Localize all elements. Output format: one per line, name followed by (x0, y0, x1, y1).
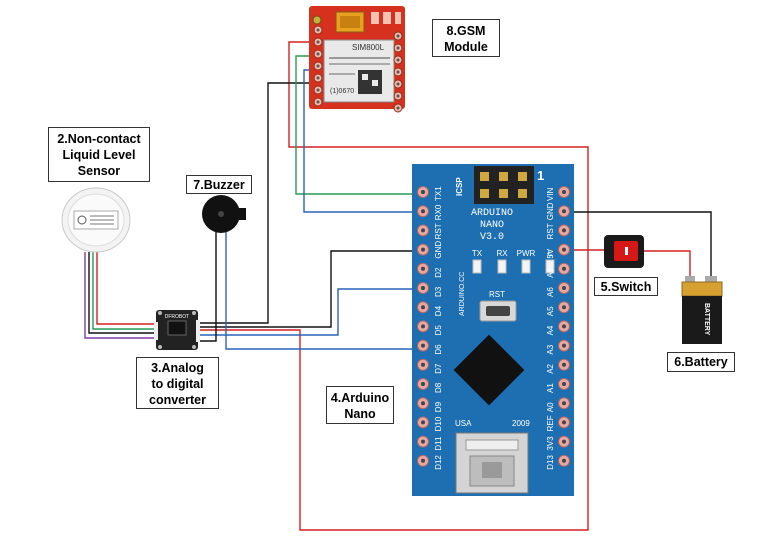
label-adc-line1: 3.Analog (151, 361, 204, 375)
nano-site-label: ARDUINO.CC (459, 272, 466, 316)
wire-sensor-red (96, 252, 156, 325)
nano-pin-left-label: D6 (434, 344, 443, 355)
wire-buzzer-black (198, 230, 217, 342)
wire-gsm-power-red (198, 41, 589, 531)
wire-gsm-gnd-black (198, 82, 318, 324)
nano-pin-right-label: A5 (546, 306, 555, 316)
label-adc: 3.Analog to digital converter (136, 357, 219, 409)
wire-nano-d3-blue (198, 288, 420, 336)
wire-nano-gnd-black (198, 250, 420, 328)
nano-led-label: RX (496, 249, 508, 258)
label-battery-line1: 6.Battery (674, 355, 728, 369)
nano-led-label: PWR (517, 249, 536, 258)
nano-led (472, 259, 482, 274)
analog-to-digital-converter: DFROBOT (154, 310, 200, 350)
nano-pin-left-label: RX0 (434, 204, 443, 220)
wire-nano-d6-buzzer (225, 230, 420, 350)
nano-led (545, 259, 555, 274)
nano-pin-right-label: A1 (546, 383, 555, 393)
label-adc-line3: converter (149, 393, 206, 407)
nano-pin-left-label: D3 (434, 286, 443, 297)
nano-logo-line1: ARDUINO (471, 208, 513, 219)
label-nano-line2: Nano (344, 407, 376, 421)
label-buzzer: 7.Buzzer (186, 175, 252, 194)
nano-pin-right-label: REF (546, 415, 555, 431)
nano-pin-right-label: A7 (546, 267, 555, 277)
label-buzzer-line1: 7.Buzzer (193, 178, 245, 192)
gsm-pins-right (393, 31, 403, 113)
nano-pin-left-label: D8 (434, 382, 443, 393)
nano-pin-right-label: A2 (546, 363, 555, 373)
nano-logo-line2: NANO (480, 220, 504, 231)
label-sensor: 2.Non-contact Liquid Level Sensor (48, 127, 150, 182)
battery-text: BATTERY (703, 303, 710, 336)
wire-sensor-green (92, 252, 156, 330)
buzzer (202, 195, 246, 233)
nano-pin-left-label: RST (434, 223, 443, 239)
nano-pin-right-label: A4 (546, 325, 555, 335)
gsm-pins-left (313, 25, 323, 107)
gsm-serial-text: (1)0670 (330, 88, 354, 95)
label-switch-line1: 5.Switch (600, 280, 652, 294)
nano-led (497, 259, 507, 274)
wire-battery-black (566, 211, 712, 282)
label-switch: 5.Switch (594, 277, 658, 296)
nano-pin-left-label: D10 (434, 416, 443, 431)
nano-pin-left-label: D11 (434, 436, 443, 451)
adc-brand-text: DFROBOT (165, 314, 189, 320)
svg-text:1: 1 (537, 168, 544, 183)
arduino-nano-board: ICSP 1 ARDUINO NANO V3.0 TX RX PWR L ARDUIN… (412, 164, 574, 496)
label-sensor-line3: Sensor (77, 164, 121, 178)
label-sensor-line2: Liquid Level (62, 148, 136, 162)
nano-pin-left-label: D5 (434, 325, 443, 336)
nano-usa-label: USA (455, 419, 472, 428)
nano-pin-left-label: D9 (434, 401, 443, 412)
nano-pin-right-label: 3V3 (546, 436, 555, 451)
nano-pin-right-label: VIN (546, 187, 555, 201)
nano-leds: TX RX PWR L (472, 249, 555, 274)
rst-button-label: RST (489, 290, 505, 299)
battery: BATTERY (681, 276, 723, 344)
wire-switch-red (643, 250, 691, 282)
nano-pin-right-label: D13 (546, 455, 555, 470)
liquid-level-sensor (61, 187, 131, 253)
nano-pin-left-label: D7 (434, 363, 443, 374)
label-gsm-line1: 8.GSM (446, 24, 486, 38)
gsm-model-text: SIM800L (352, 43, 385, 52)
label-sensor-line1: 2.Non-contact (57, 132, 141, 146)
label-arduino-nano: 4.Arduino Nano (326, 386, 394, 424)
nano-pin-right-label: GND (546, 202, 555, 220)
nano-pin-right-label: A6 (546, 287, 555, 297)
nano-led-label: TX (472, 249, 483, 258)
label-gsm-module: 8.GSM Module (432, 19, 500, 57)
nano-pin-left-label: GND (434, 241, 443, 259)
wire-sensor-purple (84, 252, 156, 339)
nano-pin-right-label: A3 (546, 344, 555, 354)
nano-pin-right-label: A0 (546, 402, 555, 412)
nano-pin-right-label: RST (546, 223, 555, 239)
label-gsm-line2: Module (444, 40, 488, 54)
label-battery: 6.Battery (667, 352, 735, 372)
nano-pin-left-label: TX1 (434, 186, 443, 201)
wire-sensor-black (88, 252, 156, 334)
nano-logo-line3: V3.0 (480, 232, 504, 243)
label-adc-line2: to digital (151, 377, 204, 391)
nano-led (521, 259, 531, 274)
icsp-label: ICSP (455, 177, 464, 196)
nano-year-label: 2009 (512, 419, 530, 428)
wires (84, 41, 712, 531)
switch (604, 235, 644, 268)
nano-pin-right-label: 5V (546, 248, 555, 258)
nano-led-label: L (548, 249, 553, 258)
nano-pin-left-label: D2 (434, 267, 443, 278)
nano-pin-left-label: D12 (434, 455, 443, 470)
nano-mcu-chip (453, 334, 525, 406)
gsm-module: SIM800L (1)0670 (309, 6, 405, 113)
label-nano-line1: 4.Arduino (330, 391, 390, 405)
nano-pin-left-label: D4 (434, 305, 443, 316)
wire-gsm-tx-green (295, 55, 420, 195)
